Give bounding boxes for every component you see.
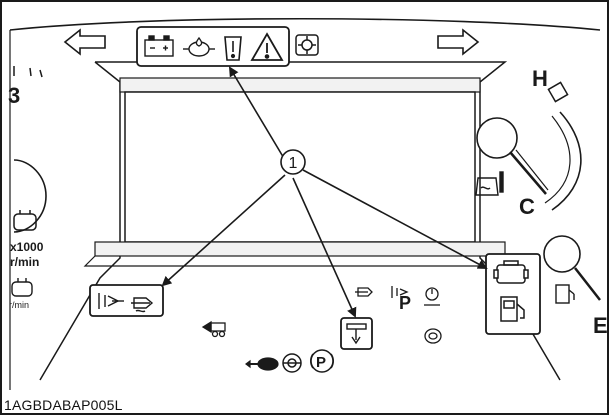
coolant-warning-icon xyxy=(224,36,242,61)
temperature-needle xyxy=(476,117,549,195)
hydraulic-icon xyxy=(346,323,367,345)
temperature-arc xyxy=(551,111,582,211)
tachometer-dial xyxy=(13,159,47,233)
temp-hot-label: H xyxy=(532,66,548,91)
master-warning-icon xyxy=(250,32,284,61)
screen-lower-band xyxy=(94,241,506,257)
lower-left-lamp-group xyxy=(89,284,164,317)
callout-leader-lines xyxy=(161,66,488,318)
engine-check-icon xyxy=(493,260,529,284)
turtle-icon xyxy=(245,357,279,371)
rpm-unit-small: r/min xyxy=(9,300,29,310)
figure-caption: 1AGBDABAP005L xyxy=(4,397,123,413)
tacho-unit: r/min xyxy=(10,255,39,269)
fuel-gauge-icon xyxy=(555,284,575,304)
callout-number: 1 xyxy=(289,155,298,172)
left-turn-arrow-icon xyxy=(63,28,106,56)
parking-brake-icon xyxy=(310,349,334,373)
engine-stop-icon xyxy=(424,328,442,344)
left-gauge-ticks xyxy=(13,66,43,78)
temperature-arc-inner xyxy=(544,115,571,204)
left-digit: 3 xyxy=(8,83,20,108)
top-warning-lamp-group xyxy=(136,26,290,67)
fuel-gauge-needle xyxy=(543,235,601,301)
callout-circle xyxy=(280,149,306,175)
engine-small-icon xyxy=(11,278,33,297)
glow-small-icon xyxy=(391,286,409,298)
tacho-multiplier: x1000 xyxy=(10,240,44,254)
dpf-icon xyxy=(131,297,154,313)
fuel-empty-label: E xyxy=(593,313,608,338)
right-turn-arrow-icon xyxy=(437,28,480,56)
battery-icon xyxy=(144,35,174,57)
dpf-small-icon xyxy=(355,287,373,297)
right-lamp-group xyxy=(485,253,541,335)
engine-icon-left xyxy=(13,210,37,231)
temp-hot-marker xyxy=(547,81,569,103)
rpm-lamp-icon xyxy=(424,287,440,306)
oil-pressure-icon xyxy=(183,36,215,57)
fuel-icon xyxy=(500,296,525,322)
transmission-icon xyxy=(295,34,319,56)
parking-p-label: P xyxy=(399,293,411,313)
parking-brake-p: P xyxy=(316,354,326,371)
coolant-temp-icon xyxy=(475,171,504,196)
glow-plug-icon xyxy=(98,293,124,309)
dash-top-curve xyxy=(9,17,601,31)
temp-cold-label: C xyxy=(519,194,535,219)
screen-upper-band xyxy=(119,77,481,93)
cruise-icon xyxy=(282,353,302,373)
slow-speed-icon xyxy=(201,320,226,338)
